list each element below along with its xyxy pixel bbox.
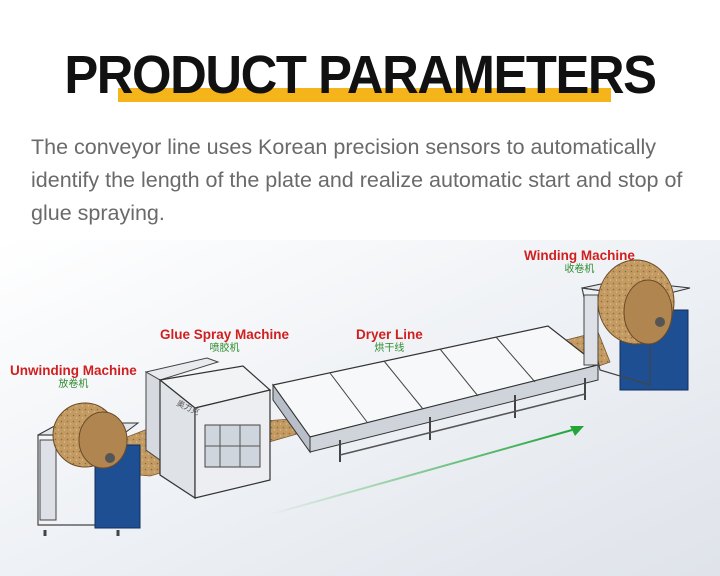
label-unwinding-zh: 放卷机 <box>58 378 89 390</box>
arrow-right-icon <box>570 426 584 436</box>
label-glue-spray-machine: Glue Spray Machine 喷胶机 <box>160 328 289 354</box>
label-dryer-zh: 烘干线 <box>374 342 405 354</box>
label-glue-spray-zh: 喷胶机 <box>209 342 240 354</box>
glue-spray-machine: 奥力克 <box>144 357 272 500</box>
dryer-line <box>271 325 600 462</box>
label-dryer-line: Dryer Line 烘干线 <box>356 328 423 354</box>
label-unwinding-machine: Unwinding Machine 放卷机 <box>10 364 137 390</box>
title-block: PRODUCT PARAMETERS <box>0 44 720 114</box>
production-line-diagram: 奥力克 <box>0 240 720 576</box>
unwinding-machine <box>37 402 141 536</box>
label-winding-machine: Winding Machine 收卷机 <box>524 249 635 275</box>
page-title: PRODUCT PARAMETERS <box>64 45 657 105</box>
label-dryer-en: Dryer Line <box>356 327 423 342</box>
label-winding-zh: 收卷机 <box>564 263 595 275</box>
description-text: The conveyor line uses Korean precision … <box>31 135 683 225</box>
label-glue-spray-en: Glue Spray Machine <box>160 327 290 342</box>
flow-arrow <box>267 426 584 516</box>
label-winding-en: Winding Machine <box>524 248 635 263</box>
production-line-illustration: 奥力克 <box>0 240 720 576</box>
winding-machine <box>581 259 691 391</box>
title-underline <box>118 88 611 102</box>
label-unwinding-en: Unwinding Machine <box>10 363 137 378</box>
